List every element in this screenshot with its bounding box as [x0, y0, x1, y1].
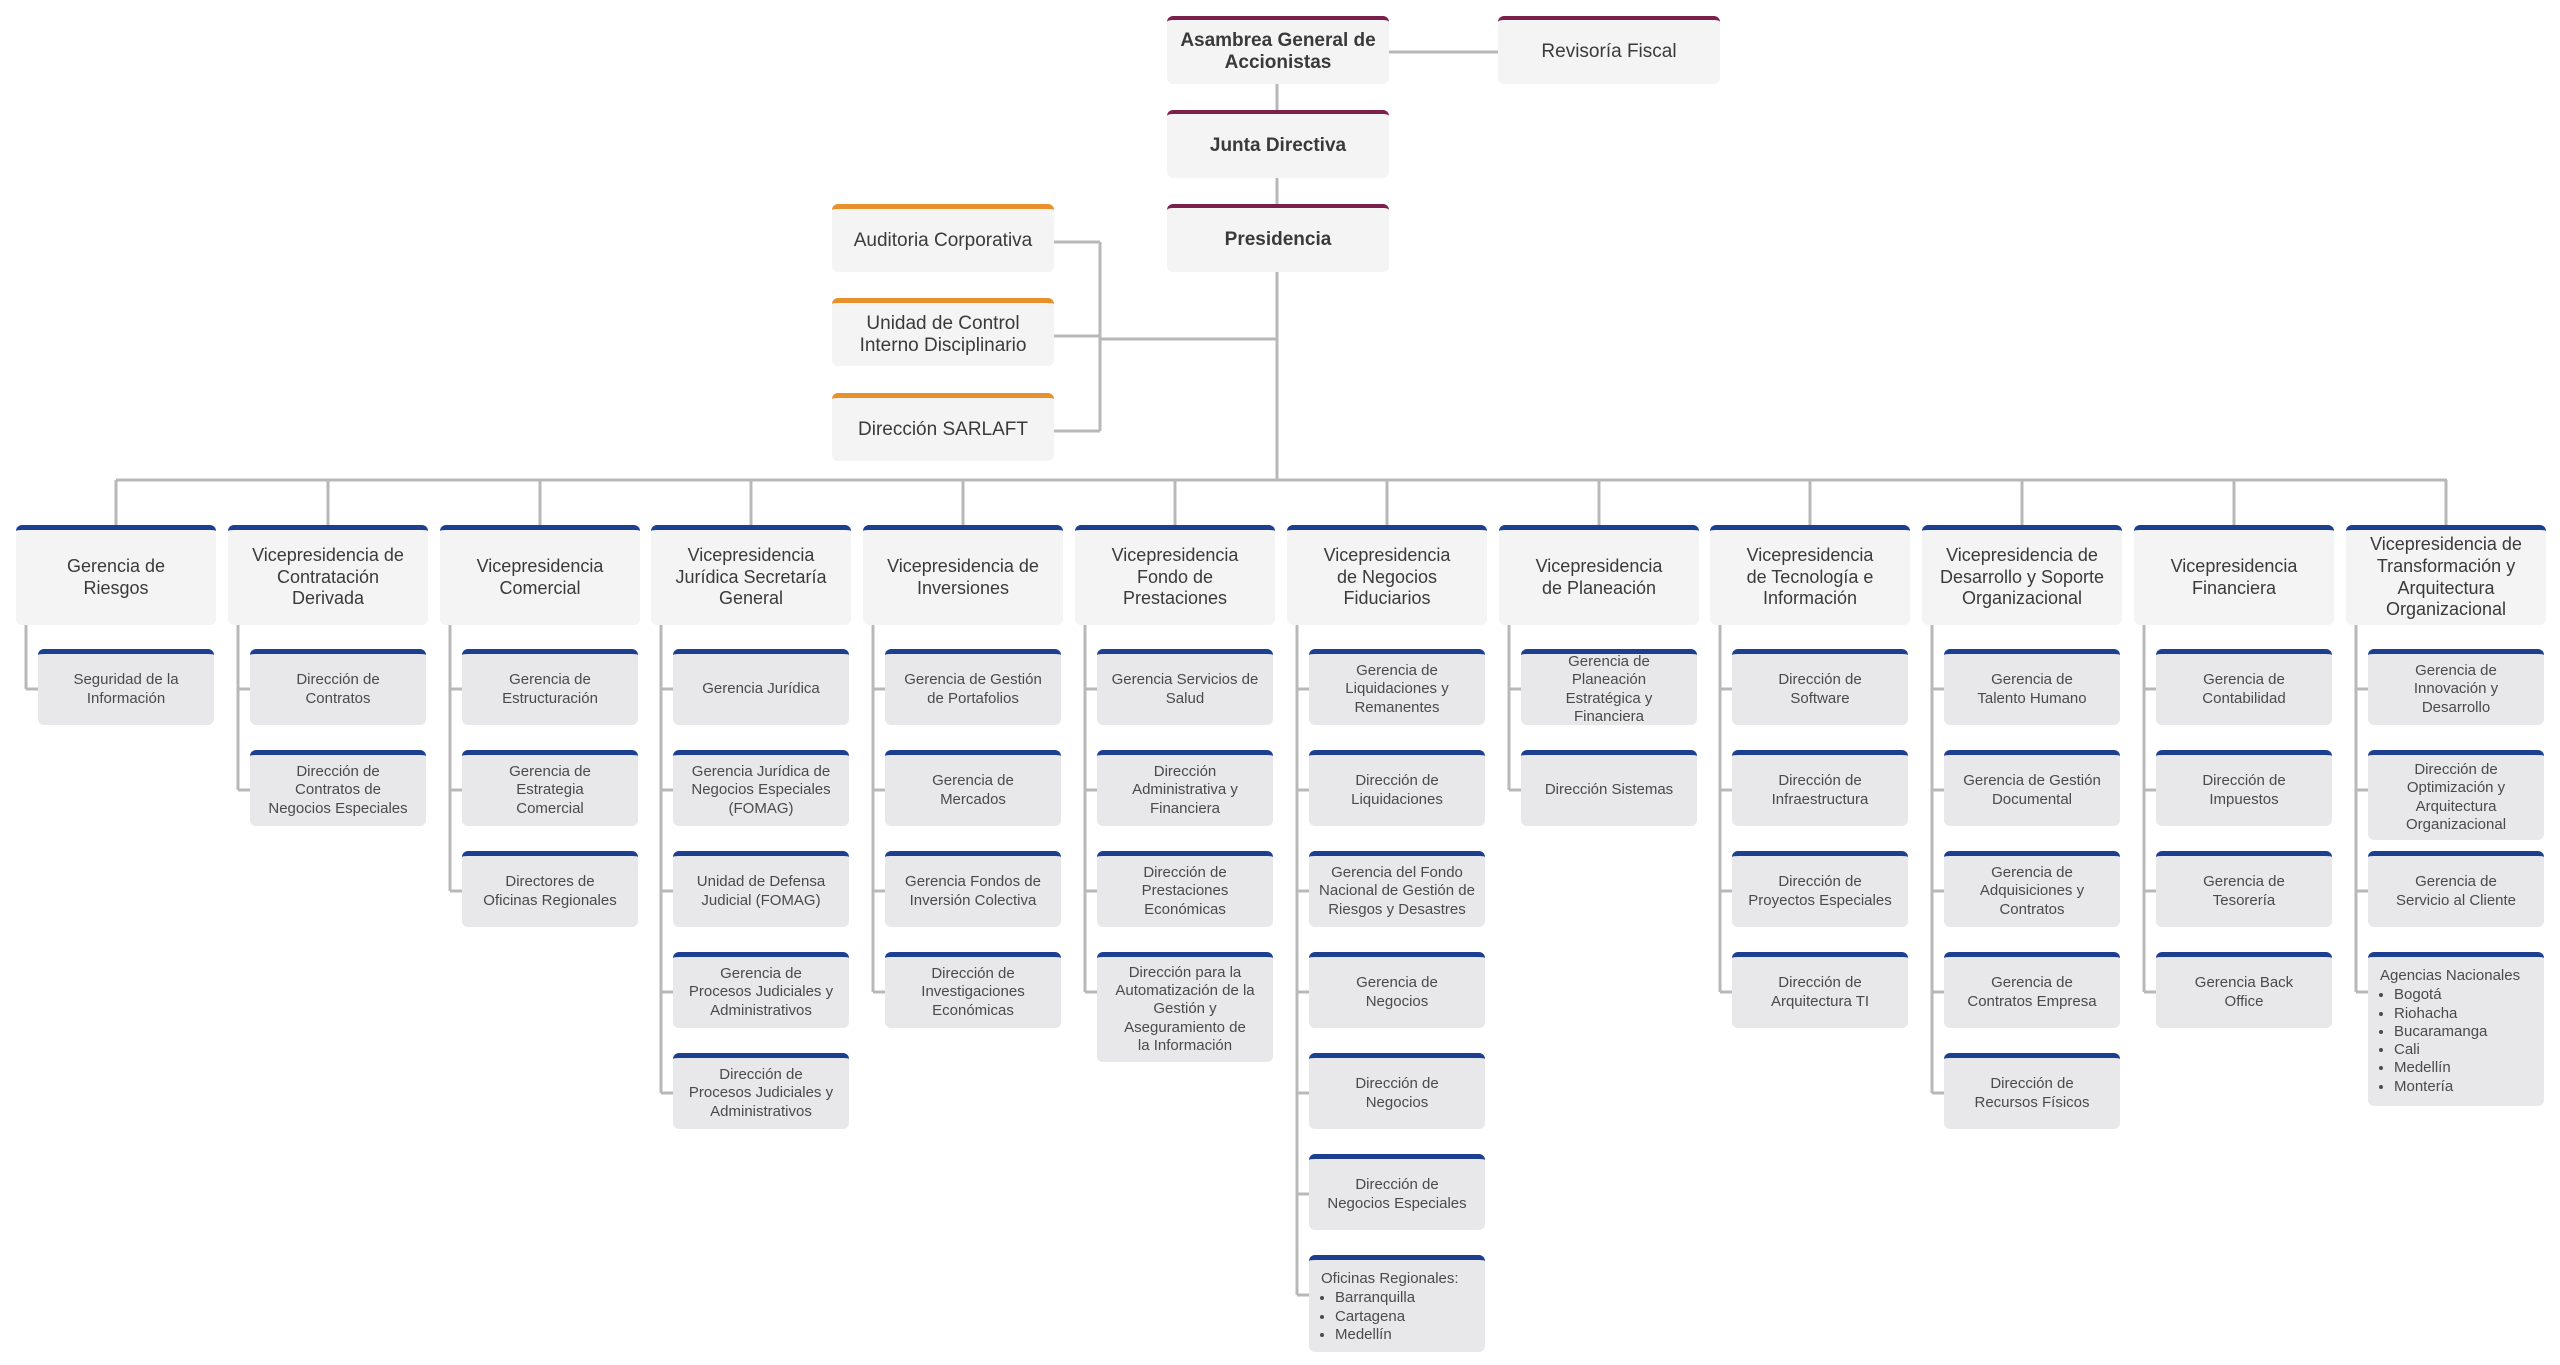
unit-box: Gerencia de Gestión de Portafolios: [885, 649, 1061, 725]
unit-list: BogotáRiohachaBucaramangaCaliMedellínMon…: [2380, 986, 2532, 1096]
unit-box: Seguridad de la Información: [38, 649, 214, 725]
unit-box: Dirección de Optimización y Arquitectura…: [2368, 750, 2544, 840]
unit-box: Dirección de Negocios Especiales: [1309, 1154, 1485, 1230]
unit-box: Gerencia de Negocios: [1309, 952, 1485, 1028]
control-interno-box: Unidad de Control Interno Disciplinario: [832, 298, 1054, 366]
department-head-box: Vicepresidencia de Negocios Fiduciarios: [1287, 525, 1487, 625]
unit-box: Gerencia de Planeación Estratégica y Fin…: [1521, 649, 1697, 725]
unit-box: Dirección de Prestaciones Económicas: [1097, 851, 1273, 927]
unit-list-item: Barranquilla: [1335, 1289, 1473, 1307]
unit-box: Dirección de Arquitectura TI: [1732, 952, 1908, 1028]
unit-list-item: Montería: [2394, 1078, 2532, 1096]
unit-list-title: Agencias Nacionales: [2380, 967, 2521, 984]
department-head-box: Gerencia de Riesgos: [16, 525, 216, 625]
unit-list-item: Cali: [2394, 1041, 2532, 1059]
unit-list-item: Bucaramanga: [2394, 1023, 2532, 1041]
unit-box: Gerencia de Contratos Empresa: [1944, 952, 2120, 1028]
unit-box: Dirección de Software: [1732, 649, 1908, 725]
unit-box: Gerencia de Adquisiciones y Contratos: [1944, 851, 2120, 927]
unit-box: Dirección de Investigaciones Económicas: [885, 952, 1061, 1028]
unit-box: Gerencia de Servicio al Cliente: [2368, 851, 2544, 927]
unit-box: Dirección de Recursos Físicos: [1944, 1053, 2120, 1129]
unit-box: Gerencia de Mercados: [885, 750, 1061, 826]
unit-box: Dirección de Proyectos Especiales: [1732, 851, 1908, 927]
unit-list-box: Agencias NacionalesBogotáRiohachaBucaram…: [2368, 952, 2544, 1106]
department-head-box: Vicepresidencia de Tecnología e Informac…: [1710, 525, 1910, 625]
revisoria-fiscal-box: Revisoría Fiscal: [1498, 16, 1720, 84]
department-head-box: Vicepresidencia Financiera: [2134, 525, 2334, 625]
unit-box: Dirección de Procesos Judiciales y Admin…: [673, 1053, 849, 1129]
presidencia-box: Presidencia: [1167, 204, 1389, 272]
unit-box: Gerencia de Procesos Judiciales y Admini…: [673, 952, 849, 1028]
unit-box: Gerencia de Tesorería: [2156, 851, 2332, 927]
unit-box: Gerencia del Fondo Nacional de Gestión d…: [1309, 851, 1485, 927]
unit-box: Gerencia Jurídica de Negocios Especiales…: [673, 750, 849, 826]
unit-list-item: Medellín: [2394, 1059, 2532, 1077]
department-head-box: Vicepresidencia Jurídica Secretaría Gene…: [651, 525, 851, 625]
unit-box: Gerencia Back Office: [2156, 952, 2332, 1028]
department-head-box: Vicepresidencia de Inversiones: [863, 525, 1063, 625]
unit-list: BarranquillaCartagenaMedellín: [1321, 1289, 1473, 1344]
asamblea-box: Asambrea General de Accionistas: [1167, 16, 1389, 84]
unit-box: Unidad de Defensa Judicial (FOMAG): [673, 851, 849, 927]
unit-box: Dirección Sistemas: [1521, 750, 1697, 826]
department-head-box: Vicepresidencia Comercial: [440, 525, 640, 625]
unit-box: Dirección de Infraestructura: [1732, 750, 1908, 826]
unit-box: Dirección Administrativa y Financiera: [1097, 750, 1273, 826]
unit-box: Gerencia de Estrategia Comercial: [462, 750, 638, 826]
unit-box: Gerencia de Talento Humano: [1944, 649, 2120, 725]
unit-box: Gerencia Servicios de Salud: [1097, 649, 1273, 725]
department-head-box: Vicepresidencia de Transformación y Arqu…: [2346, 525, 2546, 625]
unit-list-box: Oficinas Regionales: BarranquillaCartagen…: [1309, 1255, 1485, 1352]
department-head-box: Vicepresidencia de Planeación: [1499, 525, 1699, 625]
department-head-box: Vicepresidencia Fondo de Prestaciones: [1075, 525, 1275, 625]
department-head-box: Vicepresidencia de Desarrollo y Soporte …: [1922, 525, 2122, 625]
unit-list-item: Bogotá: [2394, 986, 2532, 1004]
department-head-box: Vicepresidencia de Contratación Derivada: [228, 525, 428, 625]
unit-list-item: Riohacha: [2394, 1005, 2532, 1023]
unit-list-item: Medellín: [1335, 1326, 1473, 1344]
unit-box: Gerencia de Contabilidad: [2156, 649, 2332, 725]
unit-box: Gerencia de Innovación y Desarrollo: [2368, 649, 2544, 725]
unit-box: Dirección de Liquidaciones: [1309, 750, 1485, 826]
sarlaft-box: Dirección SARLAFT: [832, 393, 1054, 461]
unit-box: Dirección para la Automatización de la G…: [1097, 952, 1273, 1062]
unit-box: Gerencia Fondos de Inversión Colectiva: [885, 851, 1061, 927]
unit-box: Gerencia de Estructuración: [462, 649, 638, 725]
unit-box: Dirección de Contratos de Negocios Espec…: [250, 750, 426, 826]
unit-box: Dirección de Negocios: [1309, 1053, 1485, 1129]
unit-list-title: Oficinas Regionales:: [1321, 1270, 1459, 1287]
unit-box: Dirección de Impuestos: [2156, 750, 2332, 826]
unit-box: Gerencia de Liquidaciones y Remanentes: [1309, 649, 1485, 725]
unit-box: Gerencia Jurídica: [673, 649, 849, 725]
unit-list-item: Cartagena: [1335, 1308, 1473, 1326]
auditoria-box: Auditoria Corporativa: [832, 204, 1054, 272]
unit-box: Gerencia de Gestión Documental: [1944, 750, 2120, 826]
unit-box: Dirección de Contratos: [250, 649, 426, 725]
junta-directiva-box: Junta Directiva: [1167, 110, 1389, 178]
unit-box: Directores de Oficinas Regionales: [462, 851, 638, 927]
